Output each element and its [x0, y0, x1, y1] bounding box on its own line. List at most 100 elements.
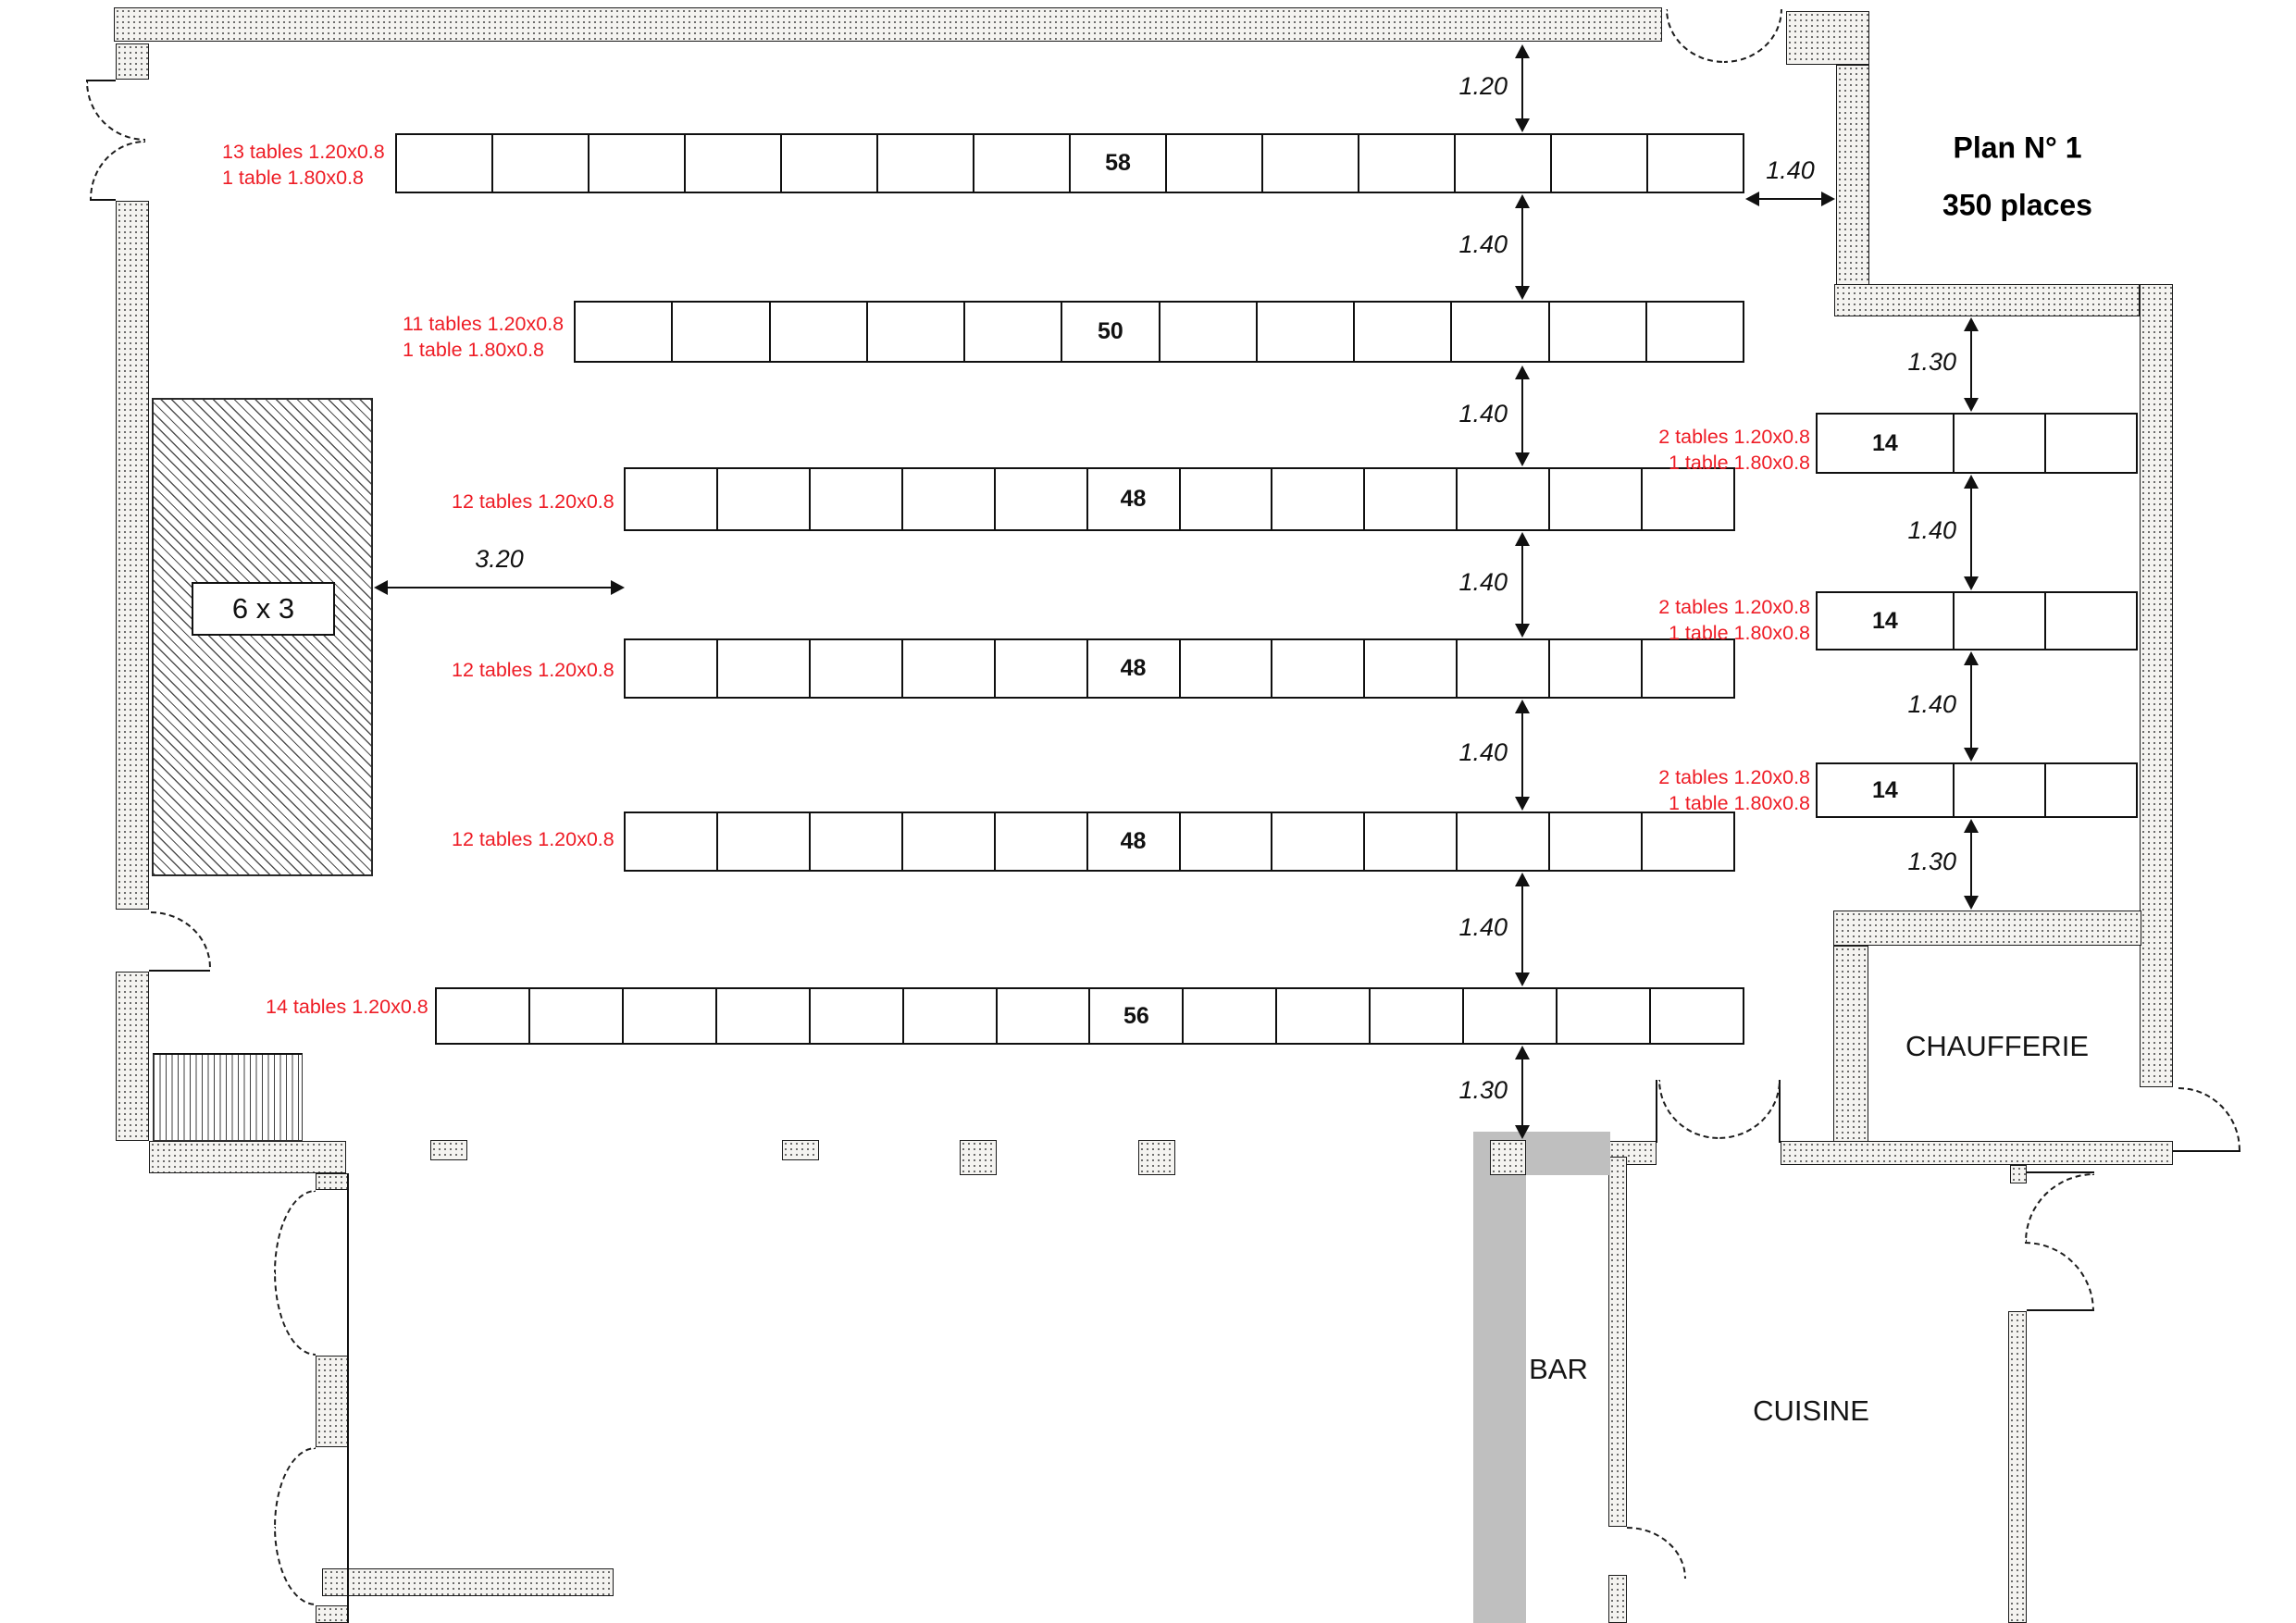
- table-cell: [1272, 469, 1366, 529]
- top-door-arc-right: [1724, 9, 1782, 63]
- chaufferie-top-wall: [1833, 911, 2141, 946]
- bottom-wall: [322, 1568, 614, 1596]
- table-cell: [686, 135, 782, 192]
- seat-count-label: 14: [1871, 607, 1898, 634]
- table-cell: [1452, 303, 1550, 361]
- table-cell: 50: [1062, 303, 1160, 361]
- seat-count-label: 48: [1120, 828, 1147, 854]
- table-cell: [998, 989, 1091, 1043]
- dimension-arrowhead: [1515, 873, 1530, 886]
- cuisine-door-top-jamb: [2027, 1171, 2094, 1174]
- top-door-arc-left: [1666, 9, 1724, 63]
- lowleft-door2-arc-lower: [274, 1527, 316, 1605]
- table-cell: [1464, 989, 1558, 1043]
- dimension-value: 1.30: [1907, 848, 1956, 875]
- table-row-4: 48: [624, 638, 1735, 699]
- table-cell: [1643, 640, 1733, 697]
- dimension-value: 1.40: [1458, 912, 1508, 941]
- table-cell: [1550, 640, 1644, 697]
- table-cell: [1258, 303, 1355, 361]
- table-cell: [1955, 415, 2046, 472]
- seat-count-label: 48: [1120, 655, 1147, 681]
- table-cell: [1648, 135, 1743, 192]
- plan-title: Plan N° 1: [1953, 130, 2082, 165]
- table-cell: 14: [1818, 593, 1955, 649]
- table-cell: [878, 135, 974, 192]
- table-cell: 14: [1818, 764, 1955, 816]
- table-cell: [718, 640, 811, 697]
- table-cell: 48: [1088, 469, 1181, 529]
- table-cell: 48: [1088, 813, 1181, 870]
- table-cell: [1552, 135, 1648, 192]
- table-row-6: 56: [435, 987, 1744, 1045]
- table-cell: [1181, 469, 1273, 529]
- dimension-value: 1.40: [1907, 689, 1956, 718]
- dimension-value: 1.40: [1907, 515, 1956, 544]
- table-cell: 48: [1088, 640, 1181, 697]
- left-door-bottom-jamb: [90, 199, 116, 202]
- left-wall-main: [116, 201, 149, 910]
- annotation-line: 1 table 1.80x0.8: [1668, 792, 1810, 814]
- dimension-value: 1.40: [1458, 738, 1508, 766]
- chaufferie-left-wall: [1833, 946, 1868, 1143]
- seat-count-label: 56: [1123, 1002, 1149, 1029]
- seat-count-label: 50: [1097, 318, 1123, 344]
- table-cell: [868, 303, 965, 361]
- table-cell: [996, 469, 1088, 529]
- table-cell: [1277, 989, 1371, 1043]
- dimension-line-vertical-7: [1521, 1047, 1523, 1137]
- side-table-row-1: 14: [1816, 413, 2138, 474]
- room-label-bar: BAR: [1529, 1353, 1588, 1385]
- dimension-value: 1.40: [1766, 156, 1815, 184]
- dimension-value: 1.30: [1458, 1075, 1508, 1104]
- annotation-line: 11 tables 1.20x0.8: [403, 313, 565, 335]
- dimension-line-vertical-4: [1521, 534, 1523, 636]
- lower-left-wall-face: [347, 1173, 350, 1623]
- table-cell: [590, 135, 686, 192]
- table-cell: [1647, 303, 1743, 361]
- annotation-line: 2 tables 1.20x0.8: [1658, 766, 1810, 788]
- table-annotation-5: 12 tables 1.20x0.8: [452, 826, 614, 852]
- table-cell: [2046, 415, 2136, 472]
- table-cell: [1558, 989, 1651, 1043]
- table-cell: [903, 813, 996, 870]
- pillar-5: [1490, 1140, 1526, 1175]
- bar-right-stub: [1608, 1575, 1627, 1623]
- dimension-arrowhead: [1515, 973, 1530, 986]
- table-cell: [1458, 813, 1551, 870]
- top-right-wall: [1836, 65, 1869, 287]
- table-cell: [1550, 303, 1647, 361]
- dimension-line-vertical-10: [1970, 653, 1972, 760]
- table-cell: [1955, 764, 2046, 816]
- table-cell: [965, 303, 1063, 361]
- table-cell: [397, 135, 493, 192]
- table-cell: [1263, 135, 1359, 192]
- table-cell: [1167, 135, 1263, 192]
- dimension-value: 1.40: [1458, 230, 1508, 258]
- side-table-row-2: 14: [1816, 591, 2138, 650]
- top-right-pier: [1786, 11, 1869, 65]
- table-cell: [996, 813, 1088, 870]
- table-cell: [1550, 469, 1644, 529]
- lowleft-door2-arc-upper: [274, 1447, 316, 1527]
- table-cell: [1365, 469, 1458, 529]
- dimension-arrowhead: [1515, 797, 1530, 811]
- table-cell: [903, 640, 996, 697]
- table-cell: [1550, 813, 1644, 870]
- dimension-line-horizontal-1: [1747, 198, 1833, 200]
- table-cell: 56: [1090, 989, 1185, 1043]
- table-cell: [903, 469, 996, 529]
- chaufferie-door-landing: [2173, 1150, 2240, 1153]
- cuisine-door-arc-upper: [2025, 1173, 2094, 1242]
- dimension-arrowhead: [1515, 44, 1530, 58]
- pillar-3: [960, 1140, 997, 1175]
- table-cell: [717, 989, 811, 1043]
- table-row-5: 48: [624, 812, 1735, 872]
- table-annotation-4: 12 tables 1.20x0.8: [452, 657, 614, 683]
- table-cell: [624, 989, 717, 1043]
- left-wall-step-line: [149, 970, 210, 973]
- bar-right-wall: [1608, 1157, 1627, 1527]
- table-row-2: 50: [574, 301, 1744, 363]
